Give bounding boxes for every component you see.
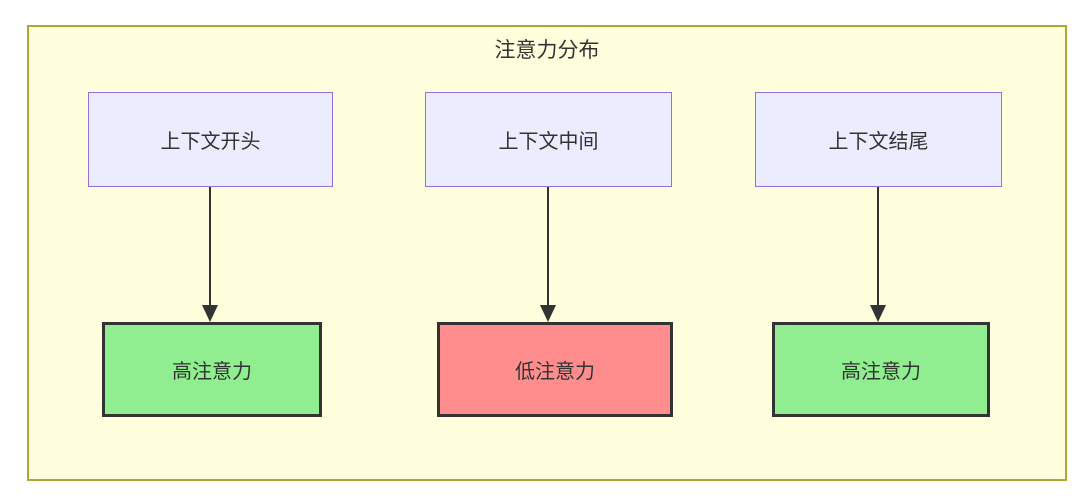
attention-distribution-subgraph: 注意力分布 上下文开头 上下文中间 上下文结尾 高注意力 低注意力 高注意力 bbox=[27, 25, 1067, 481]
node-low-attention-middle: 低注意力 bbox=[437, 322, 673, 417]
node-context-middle: 上下文中间 bbox=[425, 92, 672, 187]
node-context-middle-label: 上下文中间 bbox=[498, 131, 599, 153]
node-context-start-label: 上下文开头 bbox=[160, 131, 261, 153]
arrow-shaft bbox=[547, 187, 549, 307]
node-context-end: 上下文结尾 bbox=[755, 92, 1002, 187]
node-high-attention-start-label: 高注意力 bbox=[172, 361, 252, 383]
arrow-shaft bbox=[209, 187, 211, 307]
arrowhead-down-icon bbox=[540, 305, 556, 322]
node-high-attention-end: 高注意力 bbox=[772, 322, 990, 417]
arrowhead-down-icon bbox=[870, 305, 886, 322]
arrow-shaft bbox=[877, 187, 879, 307]
node-high-attention-end-label: 高注意力 bbox=[841, 361, 921, 383]
arrow-middle-to-low-attention bbox=[540, 187, 556, 322]
arrow-start-to-high-attention bbox=[202, 187, 218, 322]
node-context-end-label: 上下文结尾 bbox=[828, 131, 929, 153]
arrowhead-down-icon bbox=[202, 305, 218, 322]
node-context-start: 上下文开头 bbox=[88, 92, 333, 187]
diagram-title: 注意力分布 bbox=[494, 39, 600, 62]
node-low-attention-middle-label: 低注意力 bbox=[515, 361, 595, 383]
arrow-end-to-high-attention bbox=[870, 187, 886, 322]
node-high-attention-start: 高注意力 bbox=[102, 322, 322, 417]
